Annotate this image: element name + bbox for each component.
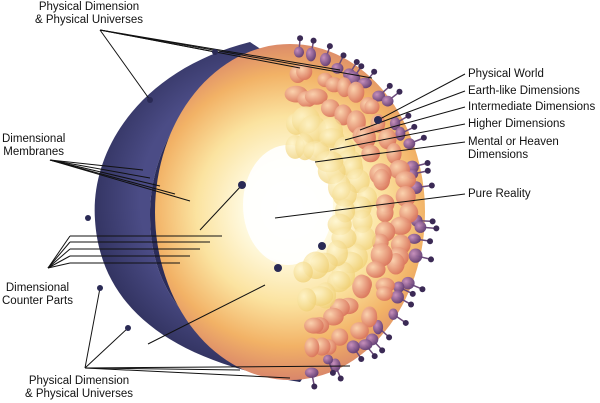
dimension-sphere <box>393 281 405 293</box>
sphere-tip <box>424 167 431 174</box>
sphere-tip <box>329 369 336 376</box>
sphere-tip <box>427 238 434 245</box>
label-top-physical: Physical Dimension & Physical Universes <box>35 1 144 26</box>
sphere-tip <box>379 347 386 354</box>
dimension-sphere <box>355 125 376 150</box>
dimension-sphere <box>331 328 349 346</box>
sphere-tip <box>326 43 333 50</box>
label-physical-world: Physical World <box>468 68 544 80</box>
dimension-sphere <box>358 339 373 351</box>
sphere-tip <box>371 353 378 360</box>
dimension-sphere <box>391 290 404 304</box>
sphere-tip <box>409 290 416 297</box>
dimension-sphere <box>304 367 319 378</box>
sphere-tip <box>411 123 418 130</box>
dimension-sphere <box>305 47 316 62</box>
dimension-sphere <box>293 261 313 283</box>
sphere-tip <box>402 319 409 326</box>
dimension-sphere <box>361 307 378 328</box>
dimension-sphere <box>390 216 412 236</box>
dimension-sphere <box>319 52 331 67</box>
sphere-tip <box>408 301 415 308</box>
outer-shell <box>94 42 305 382</box>
dimension-sphere <box>332 181 357 207</box>
label-earth-like: Earth-like Dimensions <box>468 85 580 97</box>
sphere-tip <box>419 286 426 293</box>
dimension-sphere <box>395 126 406 141</box>
dimension-sphere <box>366 261 386 278</box>
dimension-sphere <box>386 142 402 164</box>
label-intermediate: Intermediate Dimensions <box>468 101 596 113</box>
sphere-tip <box>428 256 435 263</box>
label-higher: Higher Dimensions <box>468 118 566 130</box>
sphere-tip <box>358 355 365 362</box>
dimension-sphere <box>323 307 344 326</box>
dimension-sphere <box>381 95 394 107</box>
core-center <box>243 145 333 265</box>
sphere-tip <box>428 182 435 189</box>
dimension-sphere <box>408 248 423 263</box>
dimension-sphere <box>373 168 391 191</box>
leader-lines <box>47 29 466 379</box>
dimension-sphere <box>347 81 365 103</box>
dimension-sphere <box>297 288 317 312</box>
label-pure-reality: Pure Reality <box>468 188 531 200</box>
sphere-tip <box>386 82 393 89</box>
dimension-sphere <box>361 144 380 163</box>
sphere-tip <box>311 383 318 390</box>
label-bottom-physical: Physical Dimension & Physical Universes <box>25 375 134 400</box>
dimension-sphere <box>304 317 324 334</box>
dimension-sphere <box>364 99 380 115</box>
sphere-tip <box>353 58 360 65</box>
dimension-sphere <box>372 90 386 102</box>
sphere-tip <box>337 375 344 382</box>
sphere-tip <box>386 334 393 341</box>
dimension-spheres <box>284 35 440 390</box>
dimension-sphere <box>388 308 399 320</box>
dimension-sphere <box>352 274 371 299</box>
sphere-tip <box>405 112 412 119</box>
sphere-tip <box>396 88 403 95</box>
label-mental-heaven: Mental or Heaven Dimensions <box>468 136 559 161</box>
sphere-tip <box>429 218 436 225</box>
dimension-sphere <box>293 46 305 58</box>
dimension-sphere <box>296 63 313 81</box>
sphere-tip <box>424 160 431 167</box>
dimension-sphere <box>304 88 328 105</box>
sphere-tip <box>297 35 304 42</box>
dimension-sphere <box>350 322 369 340</box>
dimension-sphere <box>370 243 393 267</box>
dimension-sphere <box>346 340 360 354</box>
dimension-sphere <box>407 233 421 244</box>
dimension-sphere <box>373 320 384 335</box>
sphere-tip <box>371 68 378 75</box>
dimension-sphere <box>376 286 393 301</box>
marker-dots <box>85 49 382 331</box>
sphere-tip <box>310 37 317 44</box>
dimension-sphere <box>401 276 415 290</box>
dimension-sphere <box>376 203 394 223</box>
dimension-sphere <box>329 358 341 373</box>
dimension-sphere <box>403 138 416 150</box>
sphere-tip <box>433 225 440 232</box>
dimension-sphere <box>395 171 417 189</box>
dimension-sphere <box>304 337 320 358</box>
sphere-tip <box>420 134 427 141</box>
dimension-sphere <box>414 221 427 233</box>
sphere-tip <box>358 63 365 70</box>
dimension-sphere <box>323 354 334 365</box>
sphere-tip <box>340 52 347 59</box>
label-membranes: Dimensional Membranes <box>2 133 66 158</box>
label-counter-parts: Dimensional Counter Parts <box>2 282 73 307</box>
